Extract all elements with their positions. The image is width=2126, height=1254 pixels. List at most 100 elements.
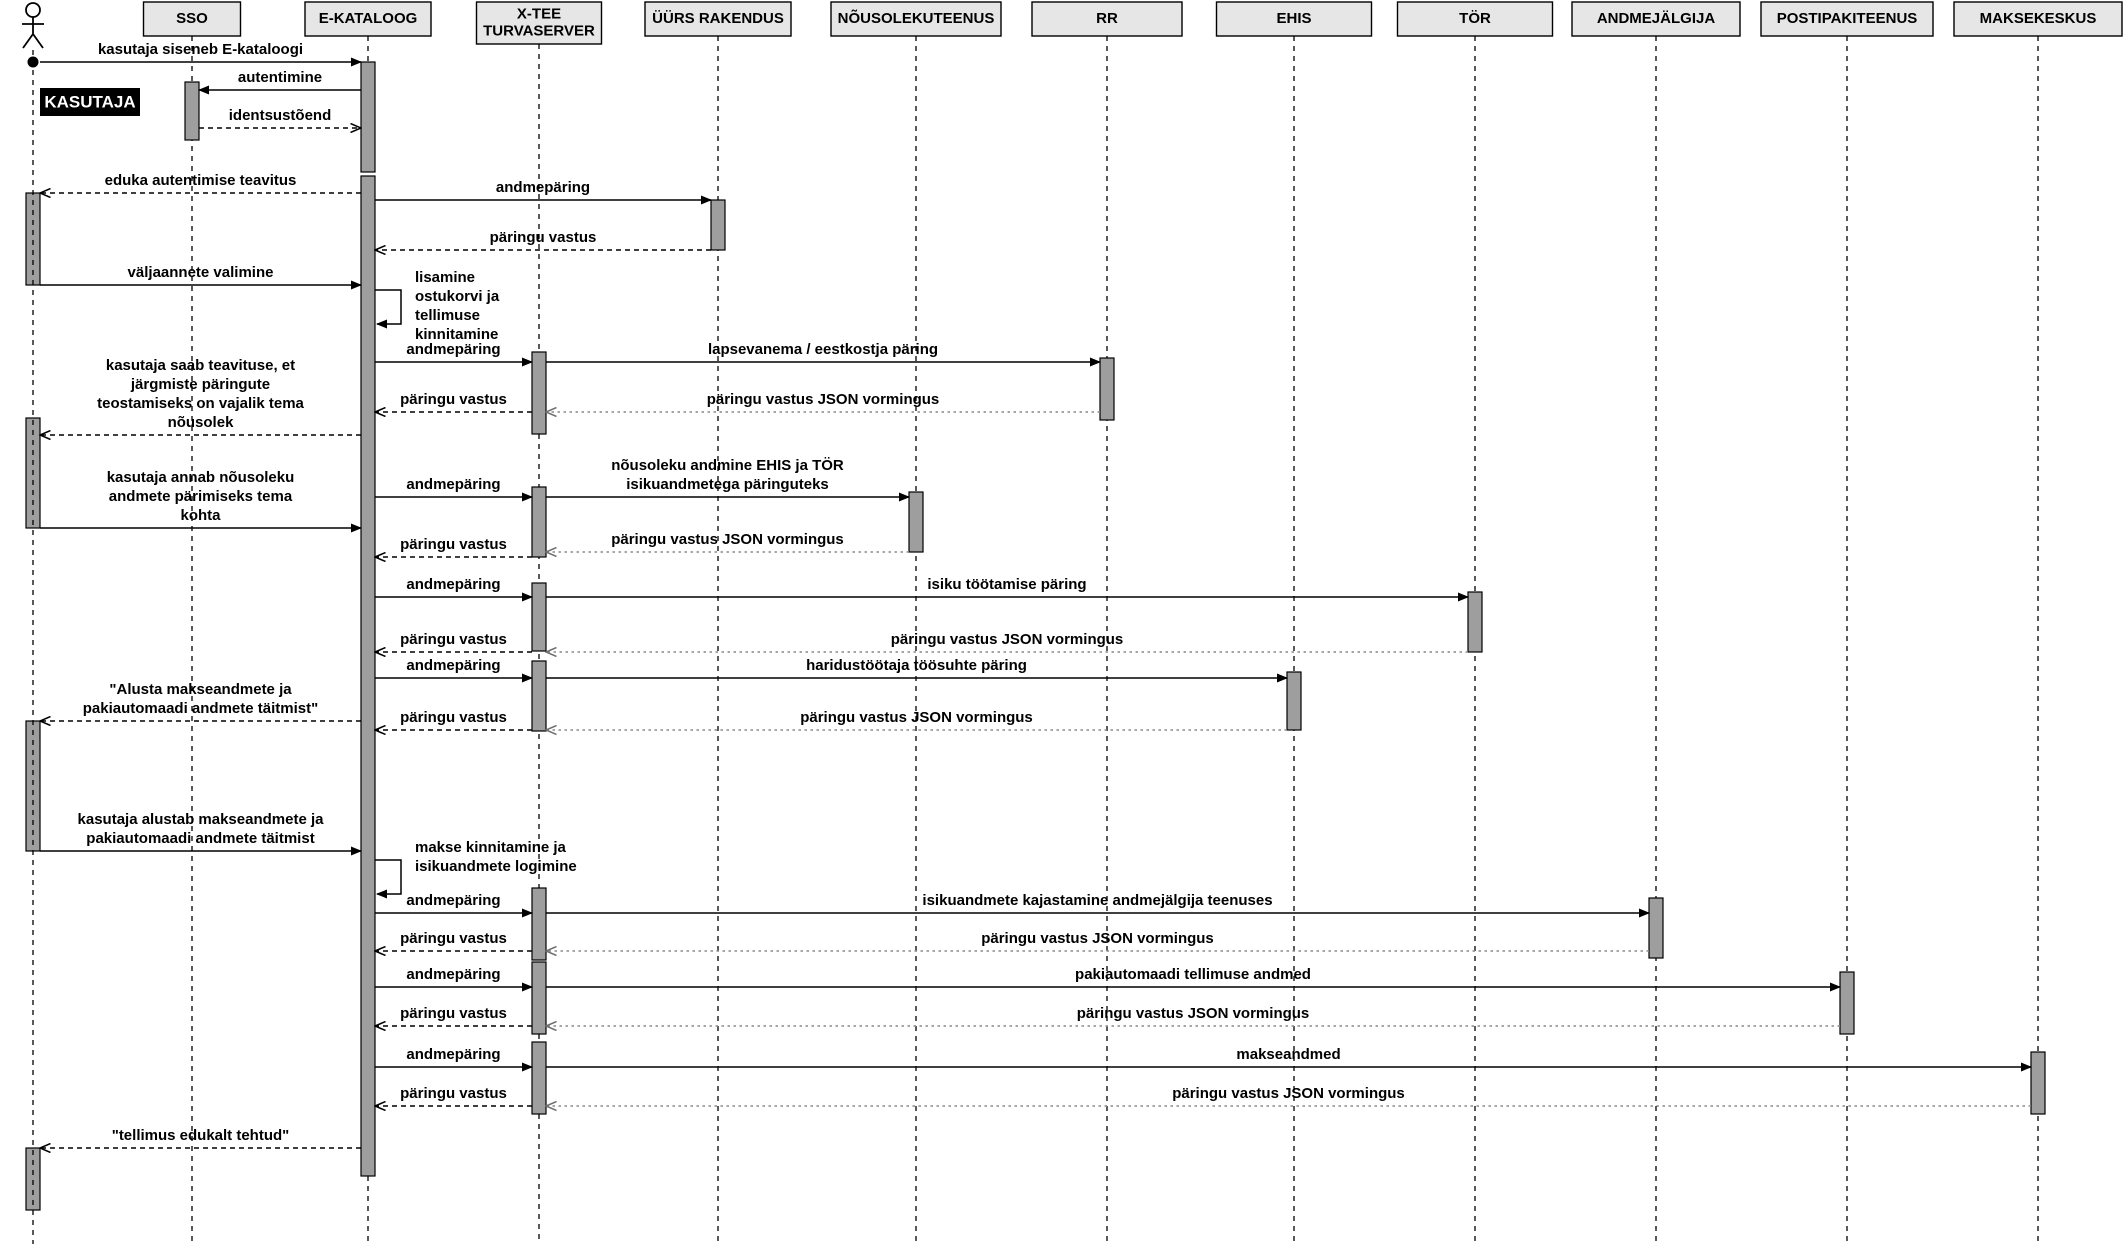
message-ekataloog-to-actor[interactable]: eduka autentimise teavitus [40,172,361,193]
message-label: andmepäring [406,341,500,358]
message-label: päringu vastus JSON vormingus [891,631,1124,648]
participant-label-tor: TÖR [1459,10,1491,27]
message-ekataloog-to-xtee[interactable]: andmepäring [375,892,533,918]
message-sso-to-ekataloog[interactable]: identsustõend [199,107,361,128]
message-label: nõusoleku andmine EHIS ja TÖR [611,457,844,474]
message-uurs-to-ekataloog[interactable]: päringu vastus [375,229,711,250]
message-label: "Alusta makseandmete ja [109,681,292,698]
message-label: makse kinnitamine ja [415,839,567,856]
message-ekataloog-to-sso[interactable]: autentimine [198,69,361,95]
activation-bar-xtee [531,961,547,1035]
participant-box-maksekeskus[interactable]: MAKSEKESKUS [1953,1,2123,37]
activation-bar-tor [1467,591,1483,653]
message-label: järgmiste päringute [130,376,270,393]
message-maksekeskus-to-xtee[interactable]: päringu vastus JSON vormingus [546,1085,2031,1106]
activation-bar-ekataloog [360,61,376,173]
message-ekataloog-to-xtee[interactable]: andmepäring [375,966,533,992]
participant-label-rr: RR [1096,10,1118,27]
message-label: päringu vastus [400,709,507,726]
message-xtee-to-postipaki[interactable]: pakiautomaadi tellimuse andmed [546,966,1841,992]
participant-box-ekataloog[interactable]: E-KATALOOG [304,1,432,37]
participant-label-nousolek: NÕUSOLEKUTEENUS [838,9,995,27]
message-label: "tellimus edukalt tehtud" [112,1127,290,1144]
participant-box-postipaki[interactable]: POSTIPAKITEENUS [1760,1,1934,37]
activation-bar-andmejalgija [1648,897,1664,959]
message-label: kasutaja saab teavituse, et [106,357,295,374]
participant-box-ehis[interactable]: EHIS [1215,1,1373,37]
message-rr-to-xtee[interactable]: päringu vastus JSON vormingus [546,391,1100,412]
message-xtee-to-rr[interactable]: lapsevanema / eestkostja päring [546,341,1101,367]
lifeline-uurs[interactable]: ÜÜRS RAKENDUS [644,1,792,1244]
participant-box-nousolek[interactable]: NÕUSOLEKUTEENUS [830,1,1002,37]
message-label: päringu vastus [400,536,507,553]
lifeline-sso[interactable]: SSO [142,1,242,1244]
actor-layer: KASUTAJA [22,2,140,1244]
message-xtee-to-maksekeskus[interactable]: makseandmed [546,1046,2032,1072]
lifeline-postipaki[interactable]: POSTIPAKITEENUS [1760,1,1934,1244]
lifeline-maksekeskus[interactable]: MAKSEKESKUS [1953,1,2123,1244]
message-ekataloog-to-xtee[interactable]: andmepäring [375,476,533,502]
activation-bar-postipaki [1839,971,1855,1035]
message-label: kinnitamine [415,326,498,343]
message-xtee-to-ekataloog[interactable]: päringu vastus [375,1005,532,1026]
participant-label-xtee: X-TEE [517,5,561,22]
message-tor-to-xtee[interactable]: päringu vastus JSON vormingus [546,631,1468,652]
message-ekataloog-to-actor[interactable]: kasutaja saab teavituse, et järgmiste pär… [40,357,361,435]
message-xtee-to-ekataloog[interactable]: päringu vastus [375,1085,532,1106]
lifeline-nousolek[interactable]: NÕUSOLEKUTEENUS [830,1,1002,1244]
participant-label-sso: SSO [176,10,208,27]
message-label: päringu vastus [400,631,507,648]
lifeline-rr[interactable]: RR [1031,1,1183,1244]
participant-box-sso[interactable]: SSO [142,1,242,37]
message-xtee-to-nousolek[interactable]: nõusoleku andmine EHIS ja TÖRisikuandmet… [546,457,910,502]
message-postipaki-to-xtee[interactable]: päringu vastus JSON vormingus [546,1005,1840,1026]
message-ekataloog-to-xtee[interactable]: andmepäring [375,341,533,367]
message-label: päringu vastus JSON vormingus [707,391,940,408]
message-label: päringu vastus [400,1085,507,1102]
message-ehis-to-xtee[interactable]: päringu vastus JSON vormingus [546,709,1287,730]
message-xtee-to-ekataloog[interactable]: päringu vastus [375,631,532,652]
message-actor-to-ekataloog[interactable]: kasutaja alustab makseandmete japakiauto… [40,811,362,856]
participant-box-uurs[interactable]: ÜÜRS RAKENDUS [644,1,792,37]
actor-tag-label: KASUTAJA [44,92,135,111]
message-ekataloog-to-uurs[interactable]: andmepäring [375,179,712,205]
message-label: päringu vastus JSON vormingus [800,709,1033,726]
actor-kasutaja[interactable]: KASUTAJA [22,2,140,1244]
message-ekataloog-to-actor[interactable]: "tellimus edukalt tehtud" [40,1127,361,1148]
lifeline-andmejalgija[interactable]: ANDMEJÄLGIJA [1571,1,1741,1244]
message-xtee-to-ekataloog[interactable]: päringu vastus [375,930,532,951]
message-actor-to-ekataloog[interactable]: väljaannete valimine [40,264,362,290]
message-xtee-to-ekataloog[interactable]: päringu vastus [375,709,532,730]
self-message-line [375,289,402,329]
message-andmejalgija-to-xtee[interactable]: päringu vastus JSON vormingus [546,930,1649,951]
message-actor-to-ekataloog[interactable]: kasutaja siseneb E-kataloogi [27,41,362,68]
message-xtee-to-tor[interactable]: isiku töötamise päring [546,576,1469,602]
message-xtee-to-ekataloog[interactable]: päringu vastus [375,536,532,557]
lifeline-ekataloog[interactable]: E-KATALOOG [304,1,432,1244]
message-ekataloog-to-xtee[interactable]: andmepäring [375,657,533,683]
participant-label-maksekeskus: MAKSEKESKUS [1980,10,2097,27]
message-label: andmepäring [406,1046,500,1063]
message-ekataloog-to-xtee[interactable]: andmepäring [375,576,533,602]
message-xtee-to-andmejalgija[interactable]: isikuandmete kajastamine andmejälgija te… [546,892,1650,918]
participant-label-xtee: TURVASERVER [483,22,595,39]
message-xtee-to-ehis[interactable]: haridustöötaja töösuhte päring [546,657,1288,683]
message-label: andmete pärimiseks tema [109,488,293,505]
participant-box-rr[interactable]: RR [1031,1,1183,37]
message-ekataloog-to-xtee[interactable]: andmepäring [375,1046,533,1072]
actor-tag-background [40,88,140,116]
message-label: nõusolek [168,414,235,431]
message-xtee-to-ekataloog[interactable]: päringu vastus [375,391,532,412]
lifeline-ehis[interactable]: EHIS [1215,1,1373,1244]
participant-box-andmejalgija[interactable]: ANDMEJÄLGIJA [1571,1,1741,37]
participant-box-tor[interactable]: TÖR [1396,1,1554,37]
message-nousolek-to-xtee[interactable]: päringu vastus JSON vormingus [546,531,909,552]
message-label: päringu vastus [400,1005,507,1022]
